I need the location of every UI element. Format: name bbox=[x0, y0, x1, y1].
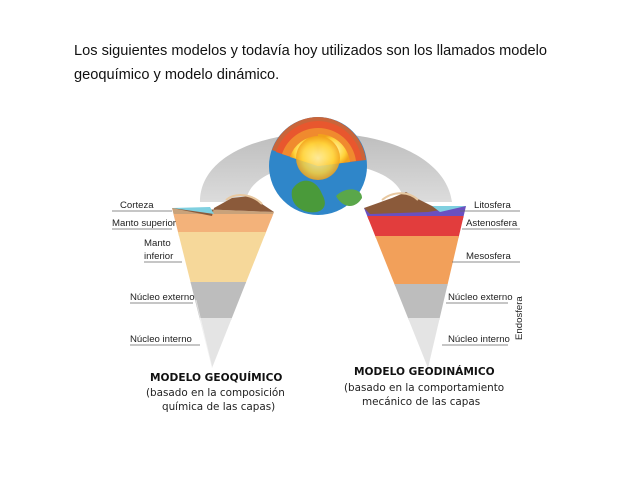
label-nucleo-interno-left: Núcleo interno bbox=[130, 334, 192, 345]
label-manto-inferior-line1: Manto bbox=[144, 238, 171, 249]
geodynamic-subtitle-line1: (basado en la comportamiento bbox=[344, 382, 504, 394]
left-leader-lines bbox=[112, 210, 200, 346]
geochemical-title: MODELO GEOQUÍMICO bbox=[150, 371, 282, 384]
label-astenosfera: Astenosfera bbox=[466, 218, 518, 229]
label-manto-superior: Manto superior bbox=[112, 218, 177, 229]
label-litosfera: Litosfera bbox=[474, 200, 511, 211]
geodynamic-wedge bbox=[364, 206, 466, 368]
label-corteza: Corteza bbox=[120, 200, 154, 211]
geochemical-subtitle-line2: química de las capas) bbox=[162, 401, 275, 413]
geodynamic-title: MODELO GEODINÁMICO bbox=[354, 365, 495, 378]
cross-section-arch bbox=[200, 133, 452, 202]
right-ocean bbox=[432, 206, 466, 212]
geochemical-subtitle-line1: (basado en la composición bbox=[146, 387, 285, 399]
label-nucleo-externo-left: Núcleo externo bbox=[130, 292, 195, 303]
label-manto-inferior-line2: inferior bbox=[144, 251, 174, 262]
left-ocean bbox=[172, 207, 214, 214]
label-nucleo-externo-right: Núcleo externo bbox=[448, 292, 513, 303]
label-nucleo-interno-right: Núcleo interno bbox=[448, 334, 510, 345]
label-endosfera: Endosfera bbox=[514, 296, 525, 340]
label-mesosfera: Mesosfera bbox=[466, 251, 511, 262]
geochemical-wedge bbox=[172, 208, 274, 368]
earth-globe-icon bbox=[269, 117, 367, 215]
geodynamic-subtitle-line2: mecánico de las capas bbox=[362, 396, 480, 408]
right-leader-lines bbox=[442, 210, 520, 346]
intro-paragraph: Los siguientes modelos y todavía hoy uti… bbox=[74, 43, 547, 83]
